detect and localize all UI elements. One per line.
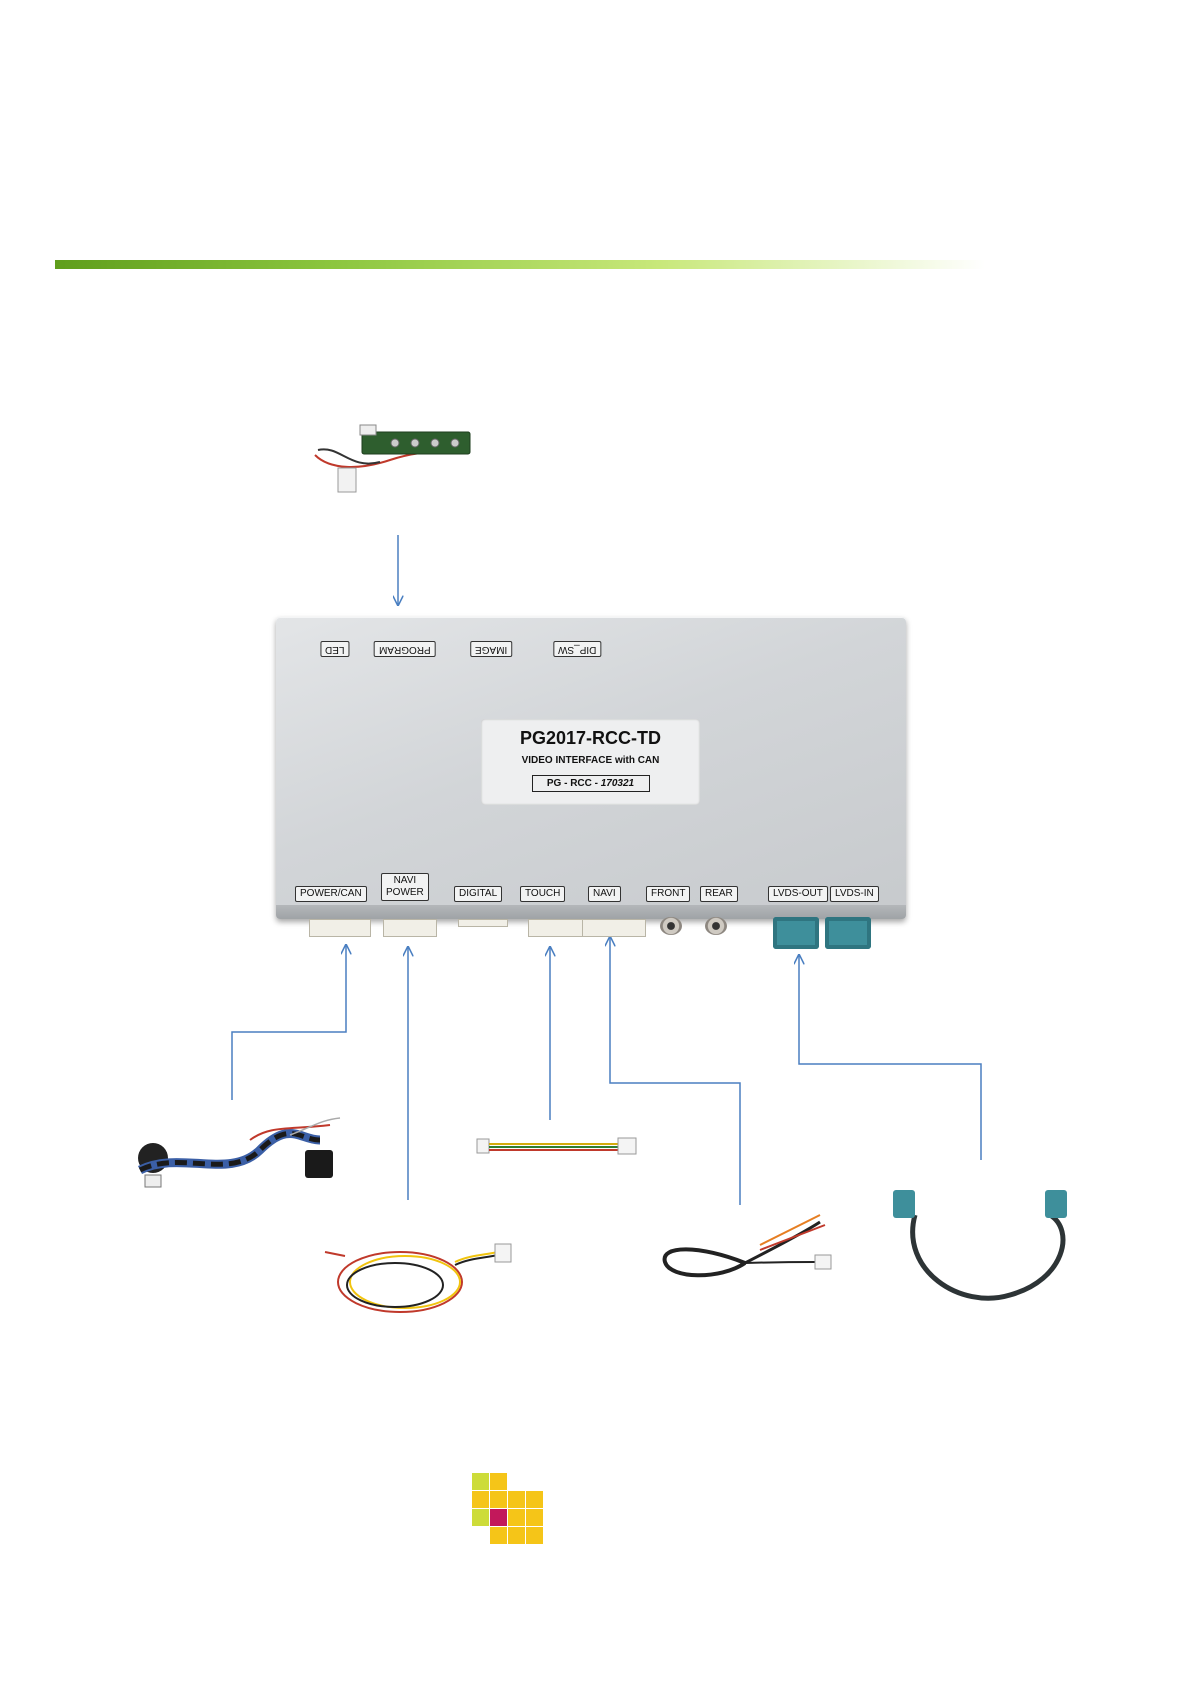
rear-rca-port bbox=[705, 917, 727, 935]
navi-port bbox=[582, 919, 646, 937]
rear-label: REAR bbox=[700, 886, 738, 902]
power-can-harness-icon bbox=[138, 1118, 340, 1187]
lvds-in-port bbox=[825, 917, 871, 949]
digital-label: DIGITAL bbox=[454, 886, 502, 902]
dip-sw-label: DIP_SW bbox=[553, 641, 601, 657]
touch-port bbox=[528, 919, 588, 937]
model-name: PG2017-RCC-TD bbox=[481, 728, 700, 749]
navi-power-line2: POWER bbox=[386, 887, 424, 898]
front-rca-port bbox=[660, 917, 682, 935]
navi-cable-icon bbox=[665, 1215, 831, 1275]
touch-label: TOUCH bbox=[520, 886, 565, 902]
power-can-label: POWER/CAN bbox=[295, 886, 367, 902]
front-label: FRONT bbox=[646, 886, 690, 902]
device-description: VIDEO INTERFACE with CAN bbox=[481, 755, 700, 766]
navi-label: NAVI bbox=[588, 886, 621, 902]
digital-port bbox=[458, 919, 508, 927]
touch-cable-icon bbox=[477, 1138, 636, 1154]
device-label-panel: PG2017-RCC-TD VIDEO INTERFACE with CAN P… bbox=[481, 719, 700, 805]
lvds-out-label: LVDS-OUT bbox=[768, 886, 828, 902]
serial-prefix: PG - RCC - bbox=[547, 778, 601, 789]
led-label: LED bbox=[320, 641, 349, 657]
lvds-cable-icon bbox=[893, 1190, 1067, 1298]
power-can-port bbox=[309, 919, 371, 937]
program-keypad-icon bbox=[315, 425, 470, 492]
serial-box: PG - RCC - 170321 bbox=[532, 775, 650, 792]
navi-power-line1: NAVI bbox=[394, 875, 417, 886]
program-label: PROGRAM bbox=[374, 641, 436, 657]
image-label: IMAGE bbox=[470, 641, 512, 657]
navi-power-port bbox=[383, 919, 437, 937]
serial-number: 170321 bbox=[601, 778, 634, 789]
navi-power-cable-icon bbox=[325, 1244, 511, 1312]
lvds-out-port bbox=[773, 917, 819, 949]
lvds-in-label: LVDS-IN bbox=[830, 886, 879, 902]
